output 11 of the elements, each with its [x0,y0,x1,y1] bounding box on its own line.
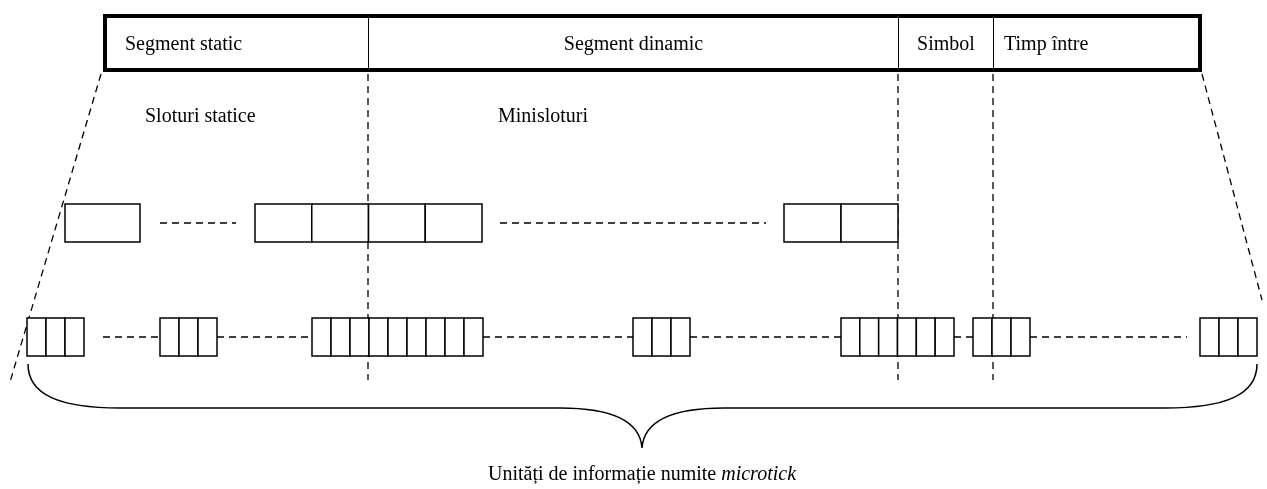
segment-label: Simbol [917,31,975,55]
segment-cell [993,14,1202,72]
region-label: Sloturi statice [145,104,256,127]
segment-label: Segment static [125,31,243,55]
region-label: Minisloturi [498,104,588,127]
segment-cell [368,14,898,72]
segment-label: Timp între [1004,31,1089,55]
caption-text: Unități de informație numite microtick [487,462,797,485]
segment-label: Segment dinamic [563,31,704,55]
segment-cell [103,14,368,72]
segment-cell [898,14,993,72]
